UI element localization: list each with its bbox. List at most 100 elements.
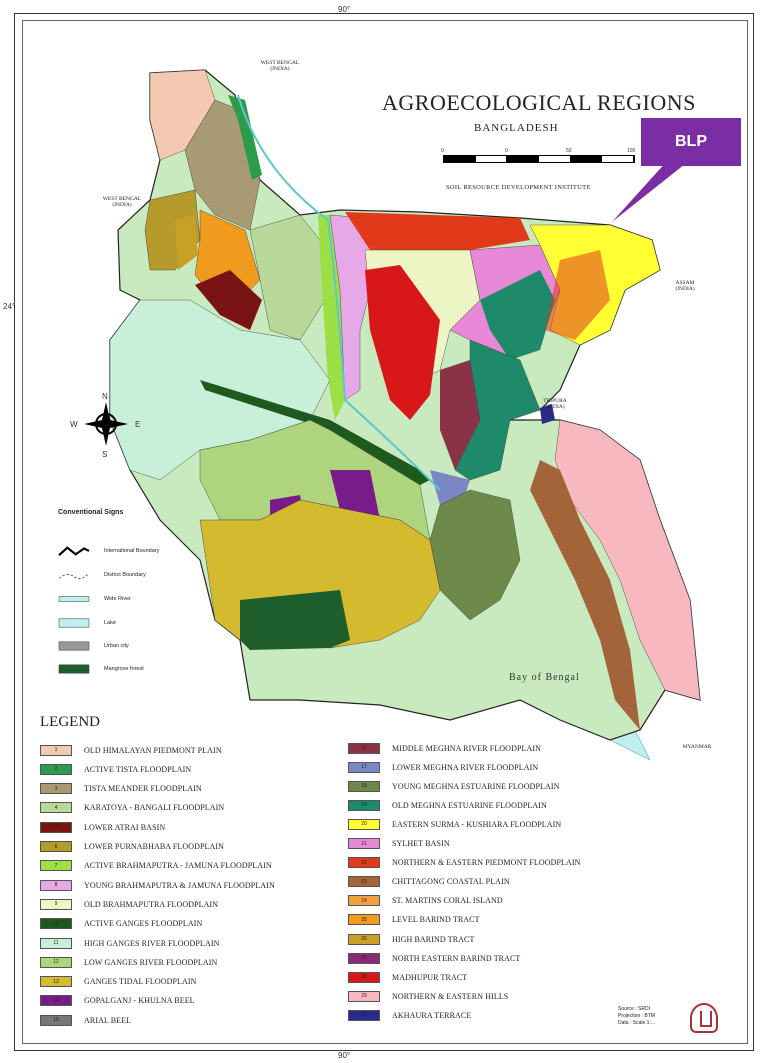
compass-w-label: W	[70, 420, 78, 429]
scale-label-1: 0	[505, 148, 508, 154]
map-inner-frame	[22, 20, 748, 1044]
legend-swatch: 23	[348, 876, 380, 888]
legend-swatch: 29	[348, 990, 380, 1002]
neighbor-label-assam: ASSAM(INDIA)	[675, 280, 695, 292]
legend-label: MADHUPUR TRACT	[392, 972, 468, 982]
legend-label: NORTHERN & EASTERN HILLS	[392, 991, 509, 1001]
conv-item-international-boundary: International Boundary	[56, 546, 159, 556]
legend-swatch: 7	[40, 860, 72, 872]
legend-item: 3 TISTA MEANDER FLOODPLAIN	[40, 783, 202, 795]
legend-swatch: 26	[348, 933, 380, 945]
legend-label: LOWER MEGHNA RIVER FLOODPLAIN	[392, 762, 539, 772]
legend-item: 10 ACTIVE GANGES FLOODPLAIN	[40, 918, 202, 930]
legend-label: LOWER ATRAI BASIN	[84, 822, 166, 832]
legend-item: 15 ARIAL BEEL	[40, 1014, 131, 1026]
legend-swatch: 8	[40, 879, 72, 891]
legend-item: 14 GOPALGANJ - KHULNA BEEL	[40, 995, 195, 1007]
conv-item-urban: Urban city	[56, 641, 129, 651]
tick-bottom: 90°	[338, 1051, 351, 1060]
legend-swatch: 24	[348, 895, 380, 907]
legend-label: SYLHET BASIN	[392, 839, 450, 848]
conventional-signs-title: Conventional Signs	[58, 509, 124, 516]
river-symbol	[58, 596, 90, 602]
map-title: AGROECOLOGICAL REGIONS	[382, 90, 696, 115]
legend-swatch: 9	[40, 898, 72, 910]
legend-label: TISTA MEANDER FLOODPLAIN	[84, 784, 202, 794]
legend-swatch: 3	[40, 783, 72, 795]
legend-label: YOUNG BRAHMAPUTRA & JAMUNA FLOODPLAIN	[84, 880, 275, 890]
lake-symbol	[58, 618, 90, 628]
legend-item: 5 LOWER ATRAI BASIN	[40, 821, 165, 833]
legend-label: GANGES TIDAL FLOODPLAIN	[84, 977, 197, 987]
compass-s-label: S	[102, 450, 108, 459]
legend-swatch: 21	[348, 838, 380, 849]
tick-top: 90°	[338, 5, 351, 14]
neighbor-label-west-bengal-west: WEST BENGAL(INDIA)	[102, 196, 142, 208]
legend-label: EASTERN SURMA - KUSHIARA FLOODPLAIN	[392, 819, 562, 829]
legend-swatch: 12	[40, 956, 72, 968]
legend-item: 8 YOUNG BRAHMAPUTRA & JAMUNA FLOODPLAIN	[40, 879, 275, 891]
legend-label: AKHAURA TERRACE	[392, 1010, 472, 1020]
conv-label: International Boundary	[104, 548, 160, 554]
legend-swatch: 1	[40, 744, 72, 756]
conv-label: Mangrove forest	[104, 666, 144, 672]
conv-label: District Boundary	[104, 572, 146, 578]
legend-swatch: 14	[40, 995, 72, 1007]
legend-label: ARIAL BEEL	[84, 1015, 132, 1025]
legend-label: ACTIVE GANGES FLOODPLAIN	[84, 919, 203, 929]
legend-item: 30 AKHAURA TERRACE	[348, 1009, 471, 1021]
legend-label: HIGH BARIND TRACT	[392, 934, 475, 944]
scale-bar	[443, 155, 635, 163]
district-line-symbol	[58, 573, 90, 579]
legend-label: YOUNG MEGHNA ESTUARINE FLOODPLAIN	[392, 781, 560, 791]
legend-swatch: 30	[348, 1009, 380, 1021]
legend-label: NORTHERN & EASTERN PIEDMONT FLOODPLAIN	[392, 858, 581, 868]
legend-label: ST. MARTINS CORAL ISLAND	[392, 896, 503, 906]
conv-label: Lake	[104, 620, 116, 626]
neighbor-label-west-bengal-north: WEST BENGAL(INDIA)	[260, 60, 300, 72]
legend-label: LEVEL BARIND TRACT	[392, 915, 480, 925]
legend-label: MIDDLE MEGHNA RIVER FLOODPLAIN	[392, 743, 541, 753]
legend-swatch: 11	[40, 937, 72, 949]
conv-item-lake: Lake	[56, 618, 116, 628]
legend-swatch: 13	[40, 976, 72, 988]
legend-swatch: 2	[40, 763, 72, 775]
blp-callout: BLP	[641, 118, 741, 166]
legend-label: NORTH EASTERN BARIND TRACT	[392, 953, 521, 963]
map-subtitle: BANGLADESH	[474, 122, 559, 134]
legend-label: ACTIVE TISTA FLOODPLAIN	[84, 764, 192, 774]
legend-swatch: 27	[348, 952, 380, 964]
conv-item-district-boundary: District Boundary	[56, 570, 146, 580]
scale-label-2: 50	[566, 148, 572, 154]
legend-item: 2 ACTIVE TISTA FLOODPLAIN	[40, 763, 191, 775]
legend-swatch: 18	[348, 780, 380, 792]
srdi-logo	[690, 1003, 718, 1033]
legend-label: KARATOYA - BANGALI FLOODPLAIN	[84, 803, 225, 813]
legend-swatch: 16	[348, 742, 380, 754]
legend-label: LOWER PURNABHABA FLOODPLAIN	[84, 842, 225, 851]
scale-label-3: 100	[627, 148, 636, 154]
legend-label: LOW GANGES RIVER FLOODPLAIN	[84, 957, 218, 967]
conv-label: Urban city	[104, 643, 129, 649]
legend-label: GOPALGANJ - KHULNA BEEL	[84, 996, 195, 1006]
legend-swatch: 19	[348, 799, 380, 811]
neighbor-label-tripura: TRIPURA(INDIA)	[543, 398, 567, 410]
legend-item: 24 ST. MARTINS CORAL ISLAND	[348, 895, 503, 907]
legend-title: LEGEND	[40, 714, 100, 730]
legend-item: 29 NORTHERN & EASTERN HILLS	[348, 990, 508, 1002]
legend-item: 21 SYLHET BASIN	[348, 838, 450, 850]
legend-swatch: 5	[40, 821, 72, 833]
legend-swatch: 15	[40, 1014, 72, 1026]
legend-swatch: 20	[348, 818, 380, 830]
legend-item: 20 EASTERN SURMA - KUSHIARA FLOODPLAIN	[348, 818, 561, 830]
legend-label: CHITTAGONG COASTAL PLAIN	[392, 877, 510, 887]
legend-swatch: 10	[40, 918, 72, 930]
neighbor-label-myanmar: MYANMAR	[682, 744, 712, 750]
